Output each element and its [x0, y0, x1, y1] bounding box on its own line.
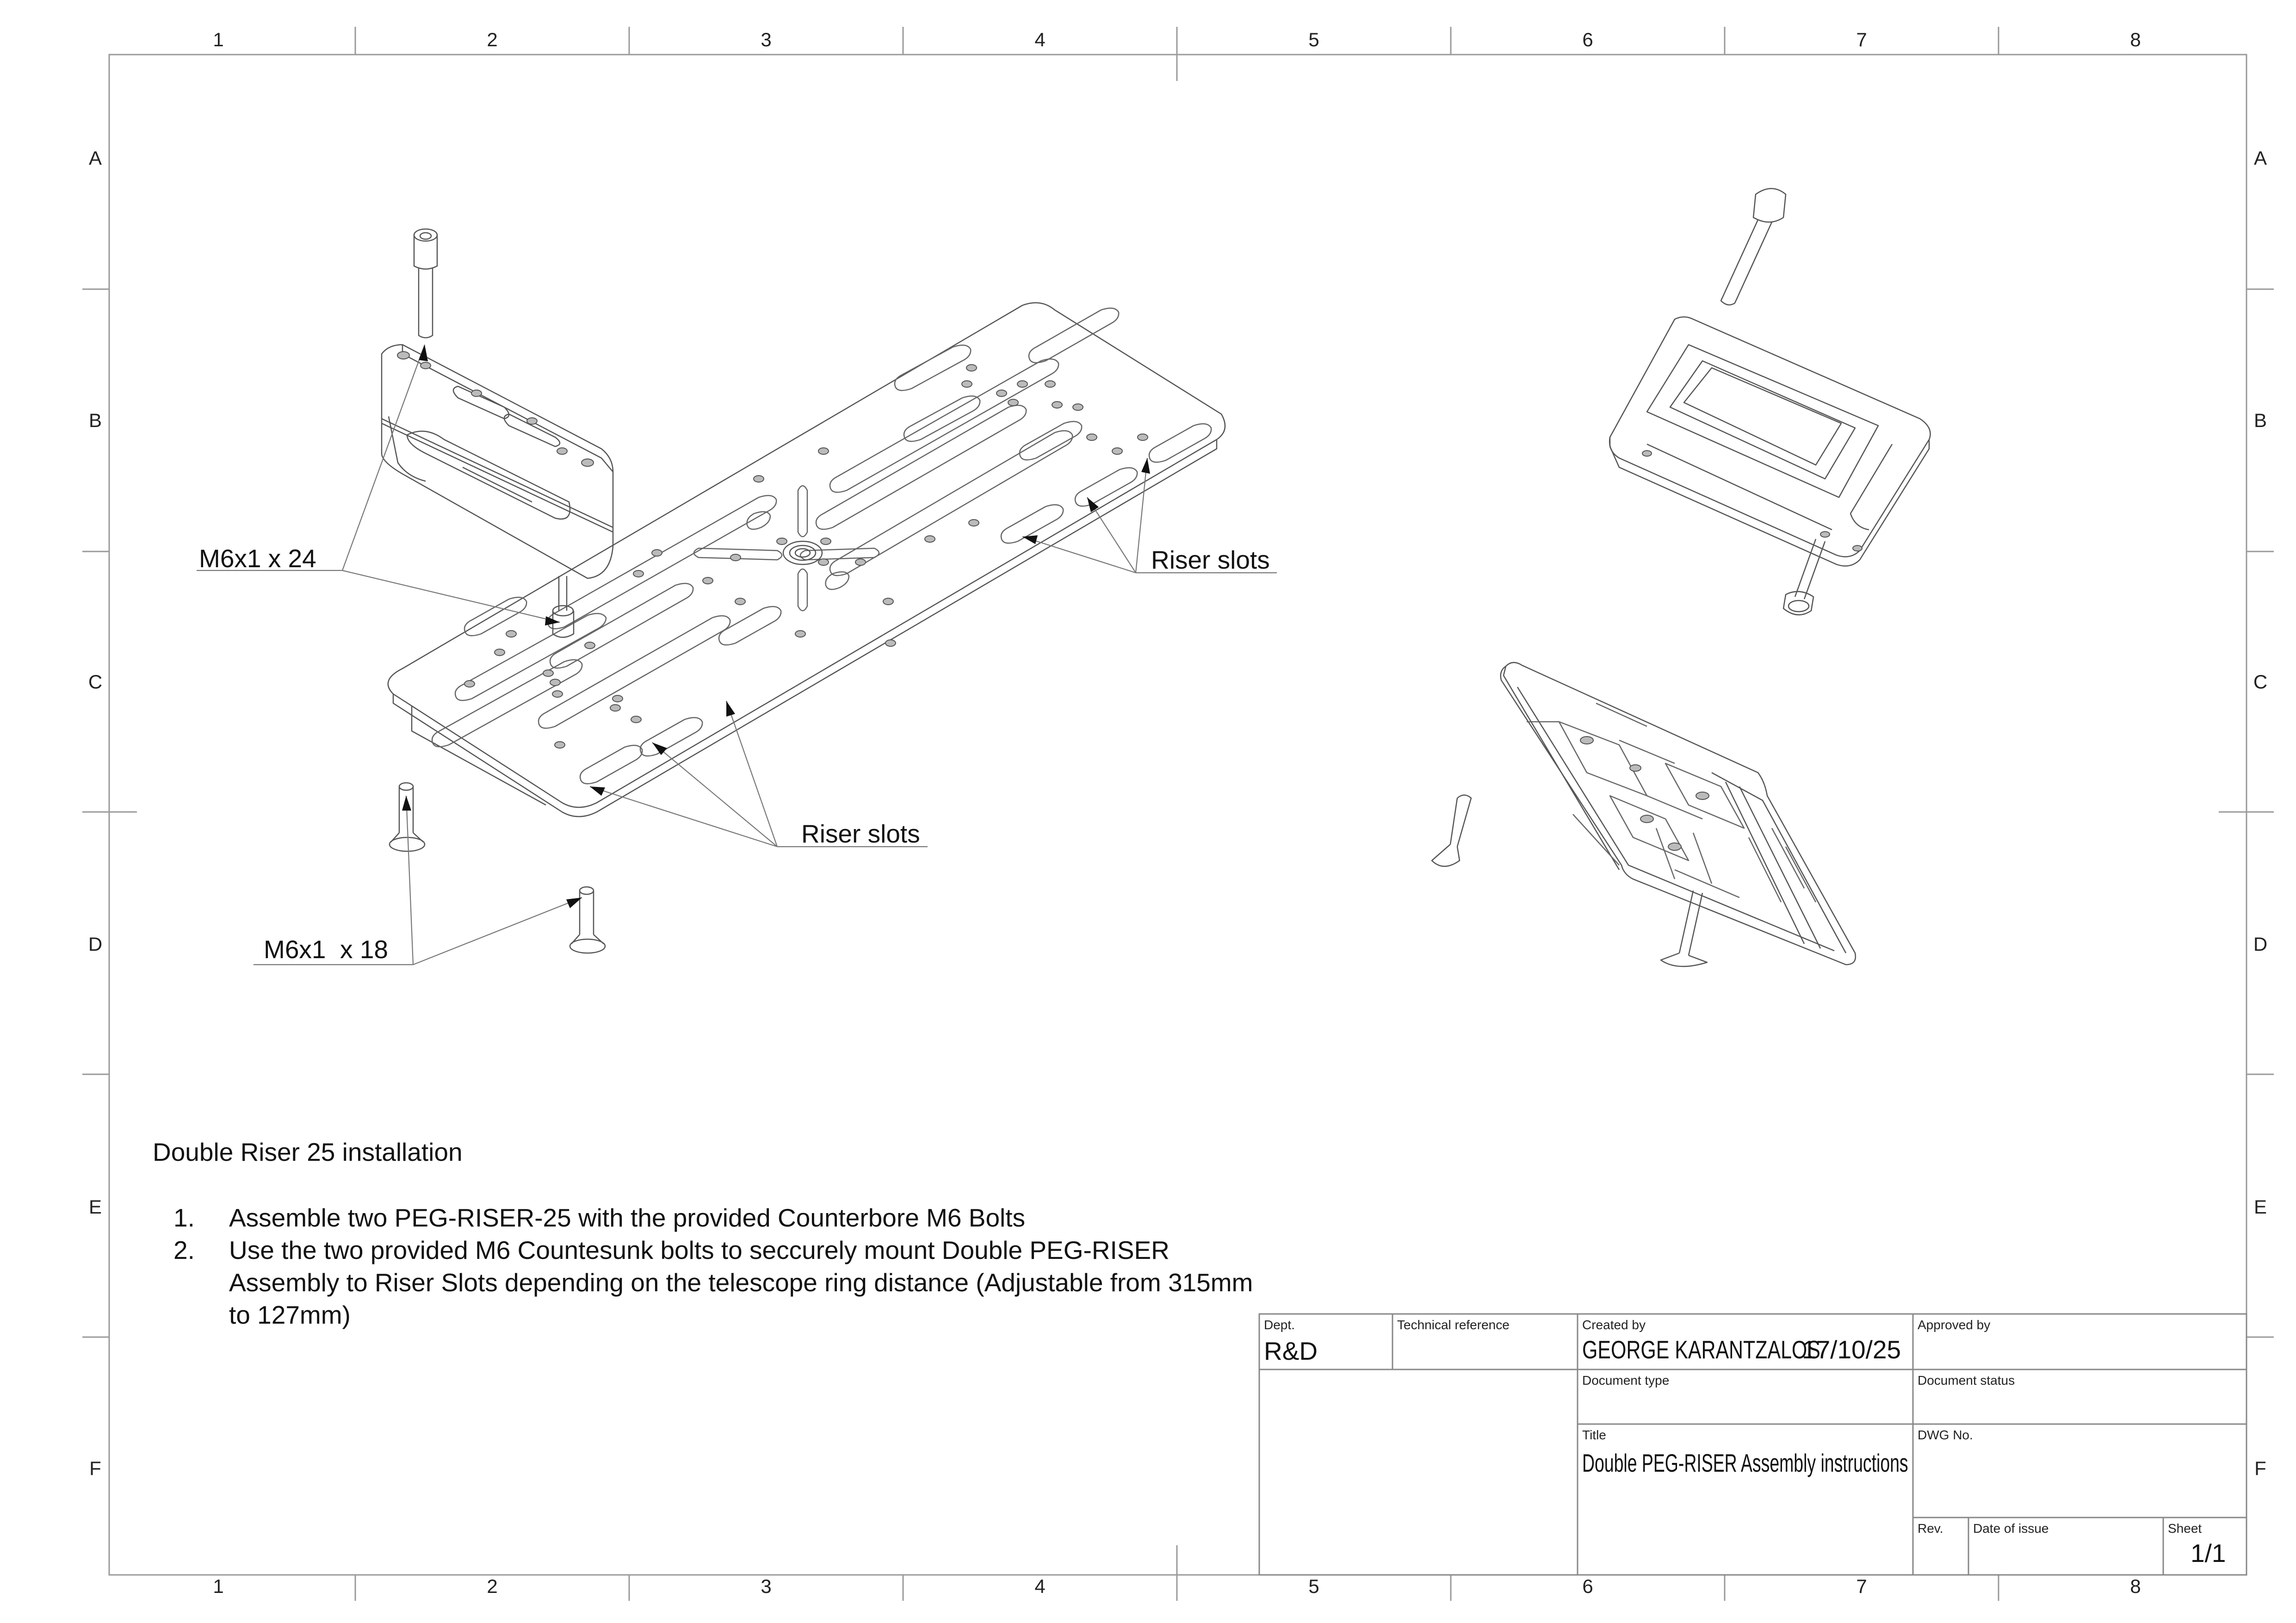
- connecting-bolt: [552, 576, 575, 638]
- countersunk-bolt-underside-bottom: [1660, 890, 1708, 967]
- countersunk-bolt-left: [389, 782, 426, 852]
- callout-riser-slots-right: Riser slots: [1151, 545, 1270, 574]
- notes-step: 2. Use the two provided M6 Countesunk bo…: [153, 1234, 1270, 1331]
- title-text: Double PEG-RISER Assembly instructions: [1582, 1449, 1908, 1477]
- col-label: 5: [1308, 29, 1319, 50]
- notes-steps: 1. Assemble two PEG-RISER-25 with the pr…: [153, 1202, 1270, 1331]
- step-text: Use the two provided M6 Countesunk bolts…: [229, 1236, 1253, 1329]
- col-label: 6: [1582, 1575, 1593, 1597]
- row-label: A: [2253, 147, 2267, 169]
- created-date: 17/10/25: [1802, 1335, 1901, 1364]
- row-label: B: [88, 409, 102, 431]
- row-ticks-left: [82, 288, 137, 1338]
- col-label: 7: [1856, 1575, 1867, 1597]
- created-by-value: GEORGE KARANTZALOS: [1582, 1337, 1888, 1363]
- row-label: C: [2253, 671, 2268, 693]
- callout-bolt-18: M6x1 x 18: [264, 935, 389, 964]
- row-label: D: [88, 933, 103, 955]
- created-by-label: Created by: [1582, 1318, 1646, 1332]
- callout-bolt-24: M6x1 x 24: [199, 544, 316, 573]
- row-label: F: [89, 1457, 101, 1479]
- title-value: Double PEG-RISER Assembly instructions: [1582, 1450, 2061, 1476]
- counterbore-bolt-top: [413, 228, 438, 339]
- exploded-riser-underside: [1431, 662, 1857, 967]
- row-label: B: [2253, 409, 2267, 431]
- col-label: 5: [1308, 1575, 1319, 1597]
- left-assembly: [381, 228, 1226, 954]
- document-status-label: Document status: [1918, 1373, 2015, 1388]
- notes-heading: Double Riser 25 installation: [153, 1138, 463, 1166]
- col-label: 3: [761, 29, 772, 50]
- created-by-name: GEORGE KARANTZALOS: [1582, 1335, 1820, 1364]
- callout-riser-slots-bottom: Riser slots: [801, 819, 920, 848]
- dept-value: R&D: [1264, 1337, 1318, 1365]
- top-bolt-right: [1720, 188, 1787, 306]
- countersunk-bolt-underside-left: [1431, 794, 1472, 867]
- dwg-no-label: DWG No.: [1918, 1428, 1973, 1442]
- col-label: 2: [487, 1575, 498, 1597]
- col-label: 2: [487, 29, 498, 50]
- row-label: C: [88, 671, 103, 693]
- col-label: 6: [1582, 29, 1593, 50]
- row-label: A: [88, 147, 102, 169]
- col-label: 1: [213, 29, 224, 50]
- row-label: E: [2253, 1196, 2267, 1218]
- row-label: D: [2253, 933, 2268, 955]
- step-number: 1.: [173, 1203, 195, 1232]
- step-text: Assemble two PEG-RISER-25 with the provi…: [229, 1203, 1026, 1232]
- step-number: 2.: [173, 1236, 195, 1264]
- date-of-issue-label: Date of issue: [1973, 1521, 2049, 1536]
- dept-label: Dept.: [1264, 1318, 1295, 1332]
- peg-riser-block-left: [381, 344, 614, 579]
- technical-reference-label: Technical reference: [1397, 1318, 1510, 1332]
- row-label: E: [88, 1196, 102, 1218]
- exploded-riser-top: [1609, 188, 1931, 616]
- column-ticks-bottom: [354, 1545, 1999, 1601]
- approved-by-label: Approved by: [1918, 1318, 1991, 1332]
- bottom-bolt-right: [1782, 539, 1826, 616]
- row-ticks-right: [2219, 288, 2274, 1338]
- inner-frame: [108, 54, 2247, 1576]
- title-block-grid: [1258, 1313, 2247, 1576]
- title-label: Title: [1582, 1428, 1606, 1442]
- col-label: 1: [213, 1575, 224, 1597]
- sheet-label: Sheet: [2168, 1521, 2202, 1536]
- installation-notes: Double Riser 25 installation 1. Assemble…: [153, 1136, 1270, 1331]
- long-plate: [387, 302, 1226, 818]
- col-label: 3: [761, 1575, 772, 1597]
- col-label: 4: [1034, 1575, 1046, 1597]
- column-ticks-top: [354, 27, 1999, 81]
- rev-label: Rev.: [1918, 1521, 1943, 1536]
- row-label: F: [2254, 1457, 2266, 1479]
- countersunk-bolt-right: [569, 886, 606, 954]
- col-label: 8: [2130, 29, 2141, 50]
- sheet-value: 1/1: [2191, 1539, 2226, 1567]
- document-type-label: Document type: [1582, 1373, 1670, 1388]
- leader-lines: [197, 344, 1277, 966]
- leader-arrowheads: [402, 345, 1150, 908]
- col-label: 8: [2130, 1575, 2141, 1597]
- notes-step: 1. Assemble two PEG-RISER-25 with the pr…: [153, 1202, 1270, 1234]
- col-label: 4: [1034, 29, 1046, 50]
- col-label: 7: [1856, 29, 1867, 50]
